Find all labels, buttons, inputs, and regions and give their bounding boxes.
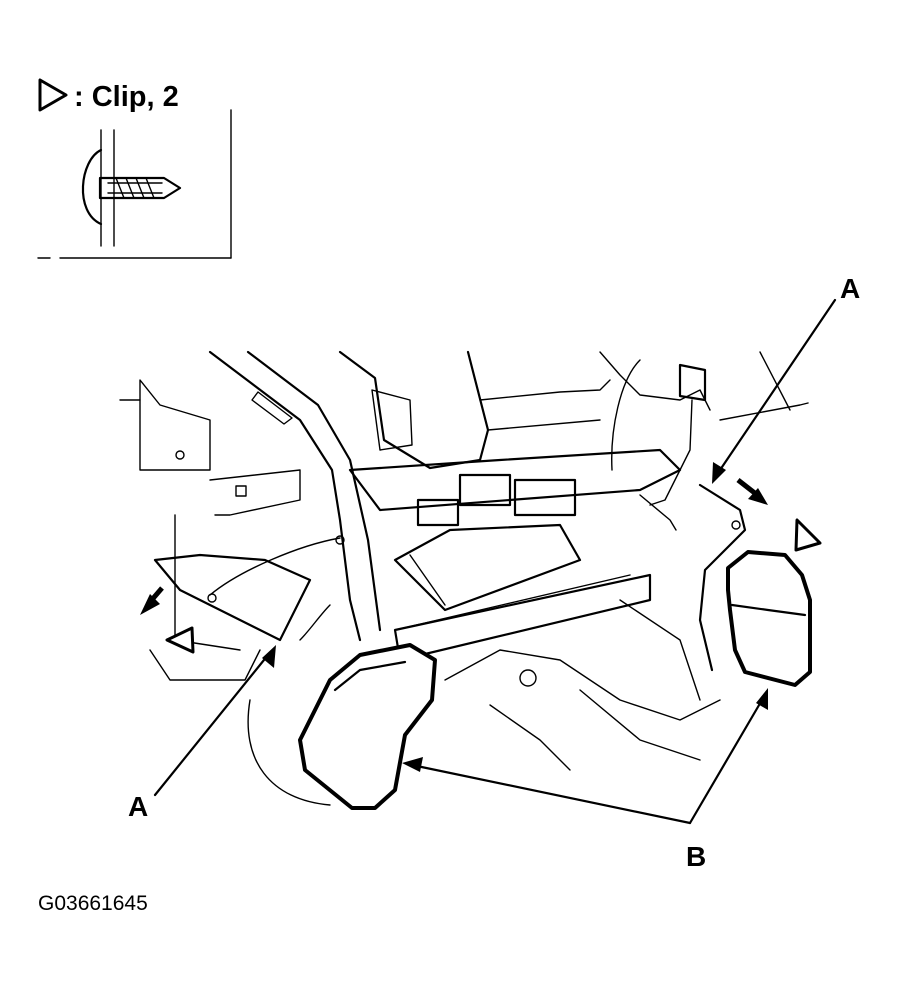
- right-duct: [726, 550, 812, 687]
- removal-arrow-icon-left: [140, 586, 164, 615]
- clip-detail-inset: [37, 109, 232, 259]
- clip-legend: : Clip, 2: [38, 78, 179, 113]
- open-triangle-icon: [38, 78, 68, 112]
- callout-b: B: [686, 841, 706, 872]
- callout-a-bottom: A: [128, 791, 148, 822]
- callout-leaders: [153, 298, 837, 825]
- dashboard-structure: [119, 350, 809, 806]
- removal-arrow-icon-right: [736, 478, 768, 505]
- callout-a-top: A: [840, 273, 860, 304]
- left-duct: [298, 643, 437, 810]
- figure-code: G03661645: [38, 892, 148, 915]
- clip-legend-label: : Clip, 2: [74, 81, 179, 113]
- clip-marker-icon-right: [794, 518, 822, 552]
- clip-pin-icon: [98, 176, 182, 200]
- clip-marker-icon-left: [165, 626, 195, 654]
